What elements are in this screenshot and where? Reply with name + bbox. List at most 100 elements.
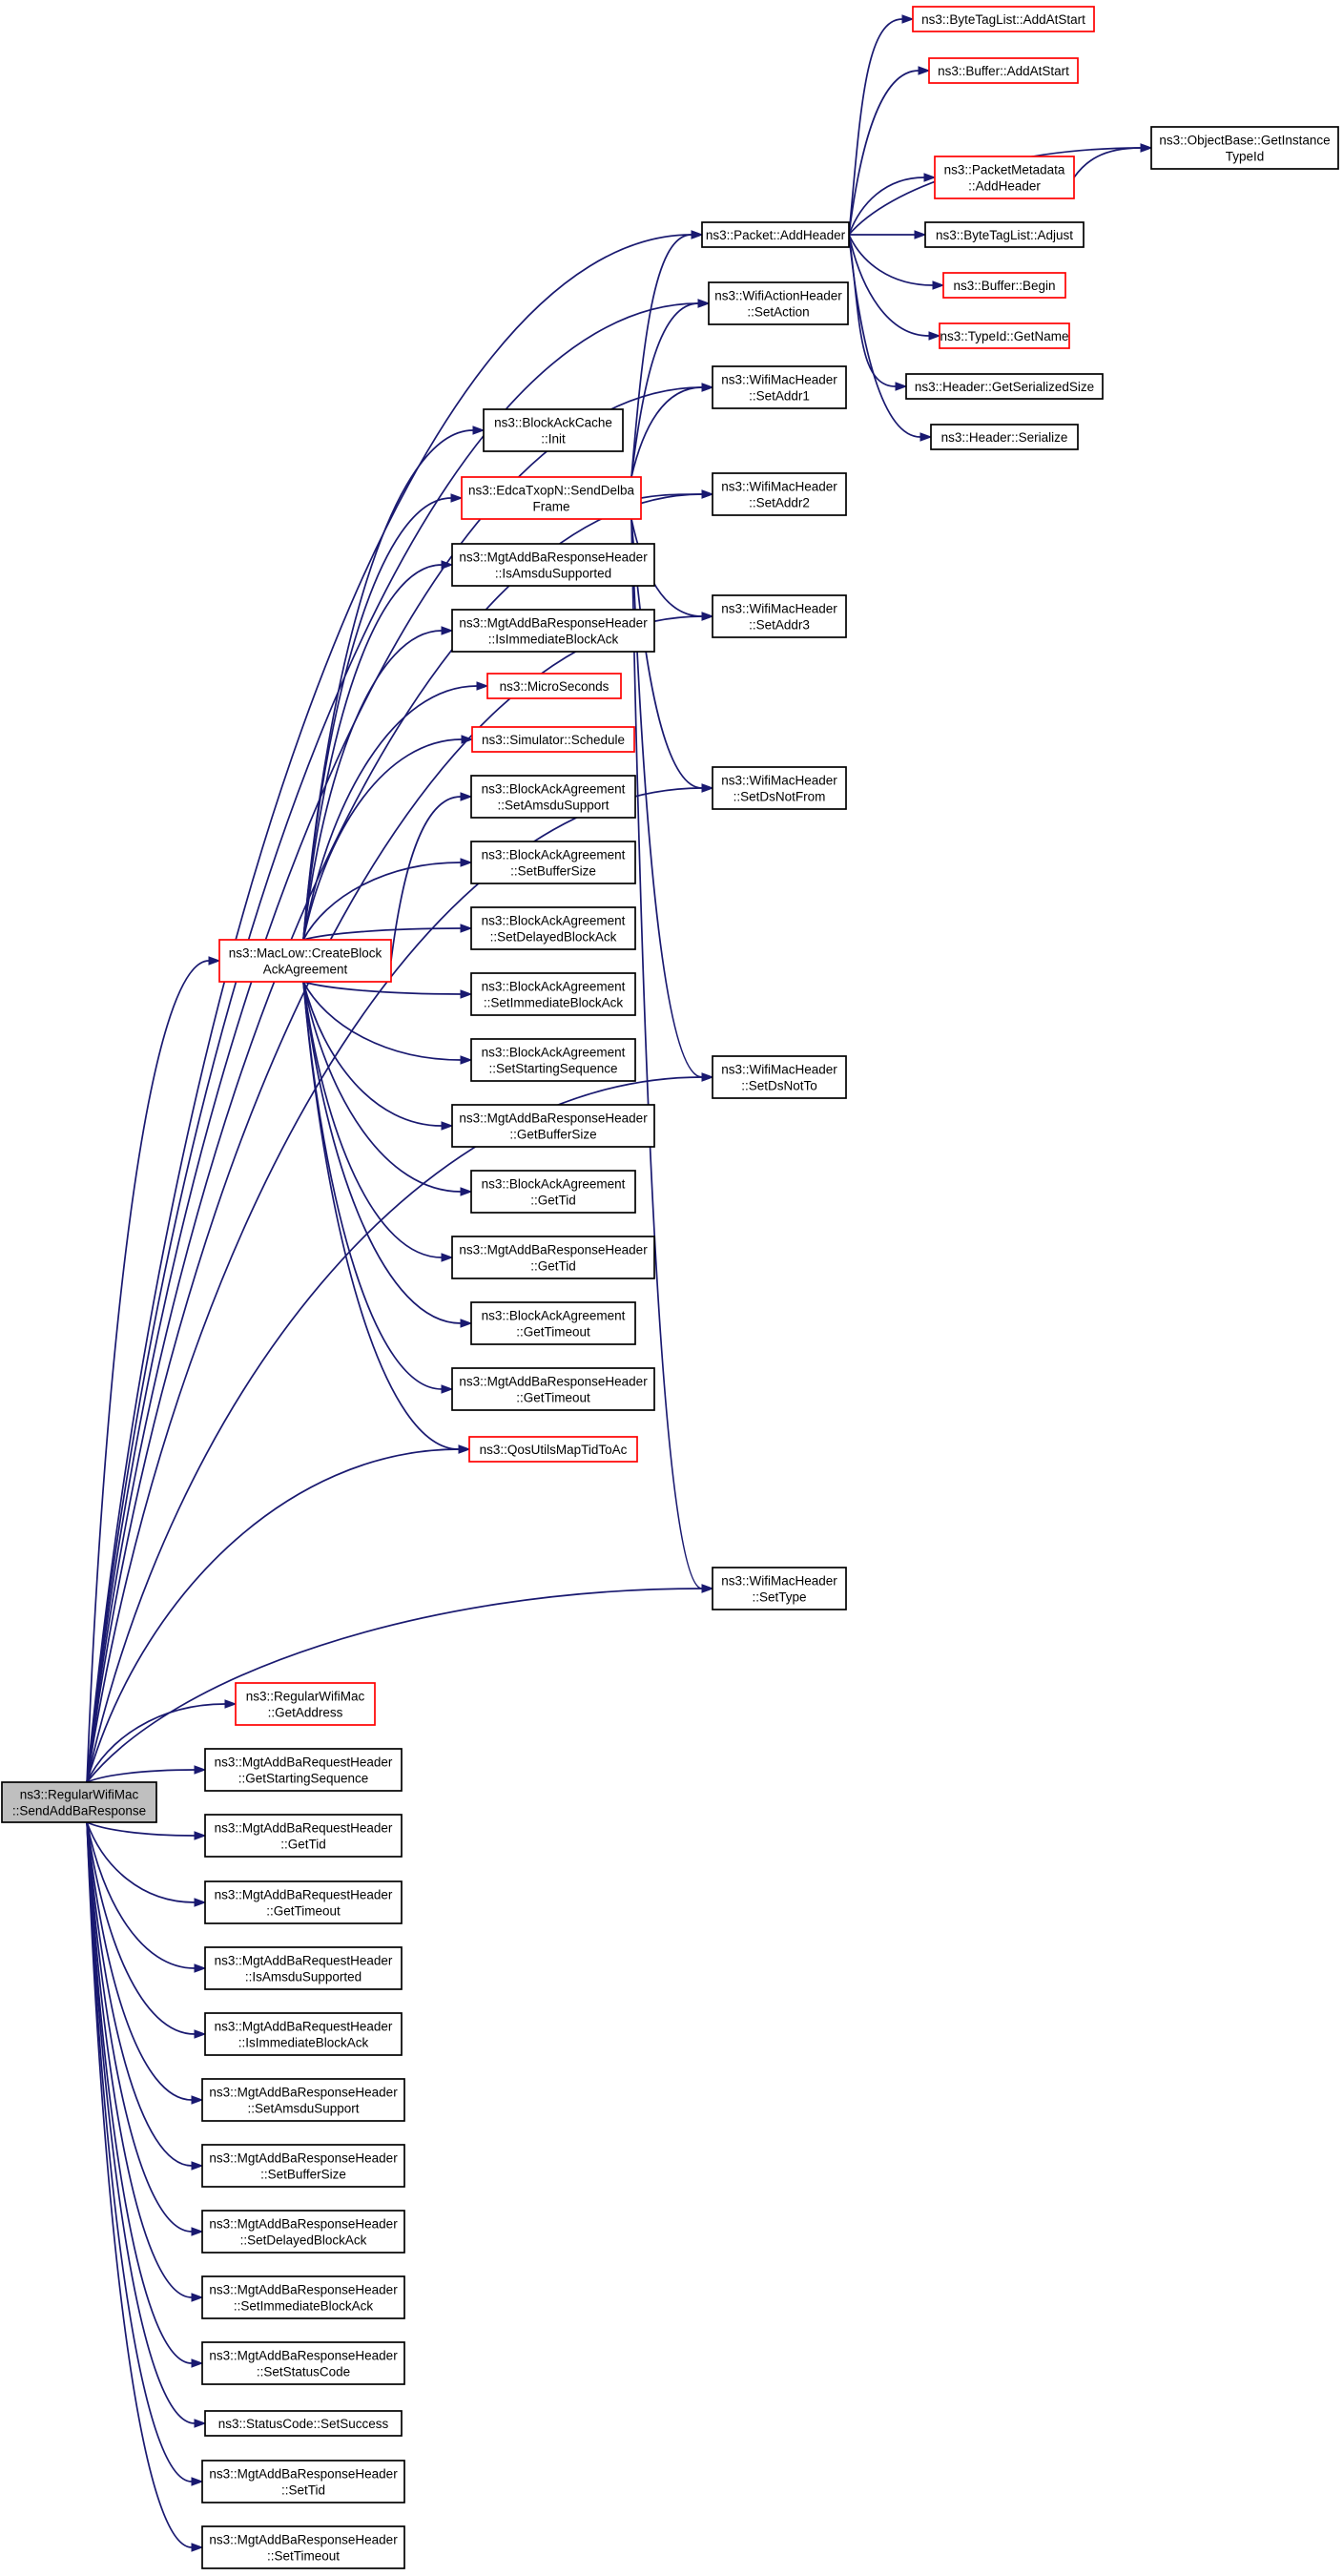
node-resp_setstatuscode[interactable]: ns3::MgtAddBaResponseHeader::SetStatusCo… <box>201 2341 405 2385</box>
node-box[interactable] <box>712 766 847 810</box>
node-wifiaction_setaction[interactable]: ns3::WifiActionHeader::SetAction <box>708 281 849 325</box>
node-box[interactable] <box>712 1567 847 1610</box>
node-box[interactable] <box>468 1436 638 1463</box>
node-box[interactable] <box>451 543 655 587</box>
node-header_serialize[interactable]: ns3::Header::Serialize <box>930 424 1079 450</box>
node-box[interactable] <box>204 2012 403 2056</box>
node-resp_gettid[interactable]: ns3::MgtAddBaResponseHeader::GetTid <box>451 1236 655 1279</box>
node-bаa_setamsdu[interactable]: ns3::BlockAckAgreement::SetAmsduSupport <box>470 775 636 819</box>
node-box[interactable] <box>201 2341 405 2385</box>
node-box[interactable] <box>928 57 1079 84</box>
node-setdsnotfrom[interactable]: ns3::WifiMacHeader::SetDsNotFrom <box>712 766 847 810</box>
node-box[interactable] <box>905 373 1104 400</box>
node-resp_settid[interactable]: ns3::MgtAddBaResponseHeader::SetTid <box>201 2460 405 2503</box>
node-box[interactable] <box>201 2275 405 2319</box>
node-req_isamsdu[interactable]: ns3::MgtAddBaRequestHeader::IsAmsduSuppo… <box>204 1946 403 1990</box>
node-box[interactable] <box>708 281 849 325</box>
node-microseconds[interactable]: ns3::MicroSeconds <box>486 673 622 699</box>
node-box[interactable] <box>204 2410 403 2437</box>
node-box[interactable] <box>204 1946 403 1990</box>
node-box[interactable] <box>712 594 847 638</box>
node-box[interactable] <box>470 906 636 950</box>
node-resp_setdelayed[interactable]: ns3::MgtAddBaResponseHeader::SetDelayedB… <box>201 2210 405 2254</box>
node-box[interactable] <box>470 972 636 1016</box>
node-resp_isamsdu[interactable]: ns3::MgtAddBaResponseHeader::IsAmsduSupp… <box>451 543 655 587</box>
node-box[interactable] <box>471 726 635 753</box>
node-box[interactable] <box>701 221 850 248</box>
node-settype[interactable]: ns3::WifiMacHeader::SetType <box>712 1567 847 1610</box>
node-box[interactable] <box>470 1301 636 1345</box>
node-box[interactable] <box>470 1038 636 1082</box>
node-resp_setamsdu[interactable]: ns3::MgtAddBaResponseHeader::SetAmsduSup… <box>201 2078 405 2122</box>
node-box[interactable] <box>218 939 392 983</box>
node-buffer_begin[interactable]: ns3::Buffer::Begin <box>942 272 1066 299</box>
node-box[interactable] <box>712 472 847 516</box>
node-buffer_addatstart[interactable]: ns3::Buffer::AddAtStart <box>928 57 1079 84</box>
node-baa_setimmediate[interactable]: ns3::BlockAckAgreement::SetImmediateBloc… <box>470 972 636 1016</box>
node-box[interactable] <box>912 6 1095 32</box>
node-box[interactable] <box>486 673 622 699</box>
node-setaddr3[interactable]: ns3::WifiMacHeader::SetAddr3 <box>712 594 847 638</box>
node-typeid_getname[interactable]: ns3::TypeId::GetName <box>939 322 1070 349</box>
node-box[interactable] <box>201 2460 405 2503</box>
node-setaddr2[interactable]: ns3::WifiMacHeader::SetAddr2 <box>712 472 847 516</box>
node-resp_gettimeout[interactable]: ns3::MgtAddBaResponseHeader::GetTimeout <box>451 1367 655 1411</box>
node-box[interactable] <box>235 1682 376 1726</box>
node-box[interactable] <box>204 1880 403 1924</box>
node-req_isimmediate[interactable]: ns3::MgtAddBaRequestHeader::IsImmediateB… <box>204 2012 403 2056</box>
node-box[interactable] <box>1 1781 157 1823</box>
node-baa_gettid[interactable]: ns3::BlockAckAgreement::GetTid <box>470 1170 636 1214</box>
node-resp_setbuffersize[interactable]: ns3::MgtAddBaResponseHeader::SetBufferSi… <box>201 2144 405 2188</box>
node-box[interactable] <box>483 408 624 452</box>
node-req_gettimeout[interactable]: ns3::MgtAddBaRequestHeader::GetTimeout <box>204 1880 403 1924</box>
node-header_getserializedsize[interactable]: ns3::Header::GetSerializedSize <box>905 373 1104 400</box>
node-blockackcache_init[interactable]: ns3::BlockAckCache::Init <box>483 408 624 452</box>
node-box[interactable] <box>461 476 642 520</box>
node-req_gettid[interactable]: ns3::MgtAddBaRequestHeader::GetTid <box>204 1814 403 1858</box>
node-box[interactable] <box>451 1367 655 1411</box>
node-box[interactable] <box>451 1104 655 1148</box>
node-box[interactable] <box>934 156 1075 199</box>
node-box[interactable] <box>204 1748 403 1792</box>
node-baa_setdelayed[interactable]: ns3::BlockAckAgreement::SetDelayedBlockA… <box>470 906 636 950</box>
node-box[interactable] <box>924 221 1085 248</box>
node-resp_settimeout[interactable]: ns3::MgtAddBaResponseHeader::SetTimeout <box>201 2525 405 2569</box>
node-box[interactable] <box>451 609 655 653</box>
node-box[interactable] <box>470 841 636 884</box>
node-simulator_schedule[interactable]: ns3::Simulator::Schedule <box>471 726 635 753</box>
node-bytetag_adjust[interactable]: ns3::ByteTagList::Adjust <box>924 221 1085 248</box>
node-addheader[interactable]: ns3::Packet::AddHeader <box>701 221 850 248</box>
node-statuscode_setsuccess[interactable]: ns3::StatusCode::SetSuccess <box>204 2410 403 2437</box>
node-baa_gettimeout[interactable]: ns3::BlockAckAgreement::GetTimeout <box>470 1301 636 1345</box>
node-box[interactable] <box>939 322 1070 349</box>
node-bytetag_addatstart[interactable]: ns3::ByteTagList::AddAtStart <box>912 6 1095 32</box>
node-req_getstarting[interactable]: ns3::MgtAddBaRequestHeader::GetStartingS… <box>204 1748 403 1792</box>
node-qosutils[interactable]: ns3::QosUtilsMapTidToAc <box>468 1436 638 1463</box>
node-box[interactable] <box>451 1236 655 1279</box>
node-resp_getbuffersize[interactable]: ns3::MgtAddBaResponseHeader::GetBufferSi… <box>451 1104 655 1148</box>
node-box[interactable] <box>1150 126 1339 170</box>
node-box[interactable] <box>204 1814 403 1858</box>
node-box[interactable] <box>930 424 1079 450</box>
node-setaddr1[interactable]: ns3::WifiMacHeader::SetAddr1 <box>712 365 847 409</box>
node-box[interactable] <box>470 775 636 819</box>
node-box[interactable] <box>201 2078 405 2122</box>
node-packetmetadata_addheader[interactable]: ns3::PacketMetadata::AddHeader <box>934 156 1075 199</box>
node-box[interactable] <box>942 272 1066 299</box>
node-resp_isimmediate[interactable]: ns3::MgtAddBaResponseHeader::IsImmediate… <box>451 609 655 653</box>
node-box[interactable] <box>470 1170 636 1214</box>
node-box[interactable] <box>201 2144 405 2188</box>
node-resp_setimmediate[interactable]: ns3::MgtAddBaResponseHeader::SetImmediat… <box>201 2275 405 2319</box>
node-setdsnotto[interactable]: ns3::WifiMacHeader::SetDsNotTo <box>712 1055 847 1099</box>
node-root[interactable]: ns3::RegularWifiMac::SendAddBaResponse <box>1 1781 157 1823</box>
node-box[interactable] <box>712 1055 847 1099</box>
node-box[interactable] <box>201 2525 405 2569</box>
node-baa_setstarting[interactable]: ns3::BlockAckAgreement::SetStartingSeque… <box>470 1038 636 1082</box>
node-regular_getaddress[interactable]: ns3::RegularWifiMac::GetAddress <box>235 1682 376 1726</box>
node-box[interactable] <box>201 2210 405 2254</box>
node-box[interactable] <box>712 365 847 409</box>
node-baa_setbuffersize[interactable]: ns3::BlockAckAgreement::SetBufferSize <box>470 841 636 884</box>
